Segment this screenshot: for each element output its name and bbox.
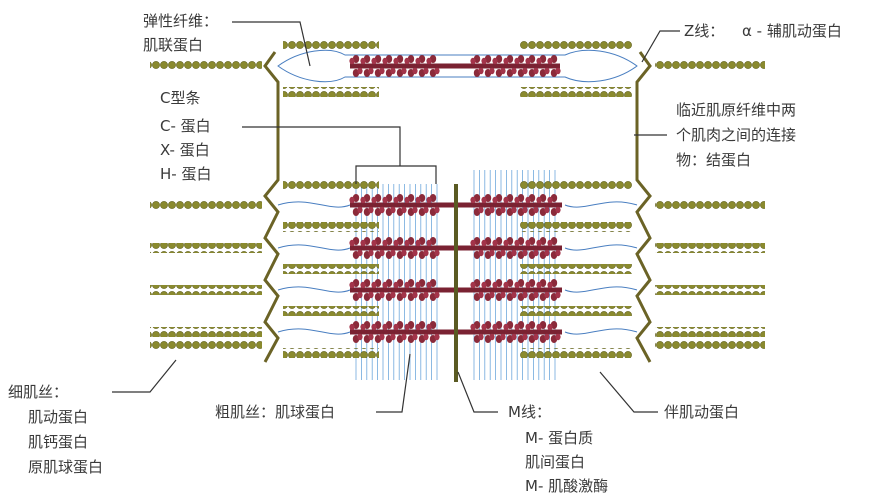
titin-strand [565,245,637,250]
thin-filament-outer [150,327,262,337]
thin-filament [520,179,632,189]
label-thin-filament: 细肌丝： [8,382,68,402]
leader-nebulin [600,372,658,412]
label-m-line: M线： [508,402,551,422]
label-titin: 肌联蛋白 [143,35,203,55]
thick-filament [349,55,560,77]
label-m-creatine-kinase: M- 肌酸激酶 [525,476,608,496]
z-line-left [265,52,278,362]
thin-filament-outer [150,200,262,210]
titin-strand [565,329,637,334]
titin-strand [278,202,350,207]
thin-filament [283,222,379,232]
thin-filament [520,40,632,50]
label-link-line3: 物：结蛋白 [676,150,751,170]
label-tropomyosin: 原肌球蛋白 [28,457,103,477]
thin-filament-outer [655,327,765,337]
label-c-stripe: C型条 [160,88,200,108]
thin-filament [520,87,632,97]
label-thick-filament: 粗肌丝：肌球蛋白 [215,402,335,422]
thin-filament [520,306,632,316]
thin-filament [520,348,632,358]
leader-m-line [458,372,498,412]
label-m-protein: M- 蛋白质 [525,428,593,448]
titin-strand [565,202,637,207]
thin-filament-outer [150,341,262,351]
thin-filament [283,40,379,50]
titin-strand [278,329,350,334]
thin-filament-outer [150,61,262,71]
thin-filament-outer [655,285,765,295]
titin-strand [565,287,637,292]
leader-thin [112,360,176,392]
label-alpha-actinin: α - 辅肌动蛋白 [742,21,842,41]
thin-filament-outer [150,243,262,253]
label-h-protein: H- 蛋白 [160,164,211,184]
thin-filament [283,179,379,189]
label-link-line2: 个肌肉之间的连接 [676,125,796,145]
thin-filament [283,348,379,358]
label-myomesin: 肌间蛋白 [525,452,585,472]
thin-filament [283,264,379,274]
label-link-line1: 临近肌原纤维中两 [676,100,796,120]
thin-filament-outer [150,285,262,295]
titin-strand [278,245,350,250]
label-troponin: 肌钙蛋白 [28,432,88,452]
label-nebulin: 伴肌动蛋白 [664,402,739,422]
label-c-protein: C- 蛋白 [160,116,211,136]
label-elastic-filament: 弹性纤维： [143,11,218,31]
leader-z-line [642,31,680,62]
thin-filament [283,87,379,97]
thin-filament-outer [655,61,765,71]
thin-filament-outer [655,243,765,253]
thin-filament [283,306,379,316]
label-x-protein: X- 蛋白 [160,140,210,160]
label-z-line: Z线： [684,21,724,41]
label-actin: 肌动蛋白 [28,407,88,427]
m-line [454,184,458,382]
titin-strand [278,287,350,292]
thin-filament-outer [655,341,765,351]
thin-filament [520,264,632,274]
z-line-right [637,52,650,362]
thin-filament [520,222,632,232]
thin-filament-outer [655,200,765,210]
leader-c-stripe [242,127,400,166]
